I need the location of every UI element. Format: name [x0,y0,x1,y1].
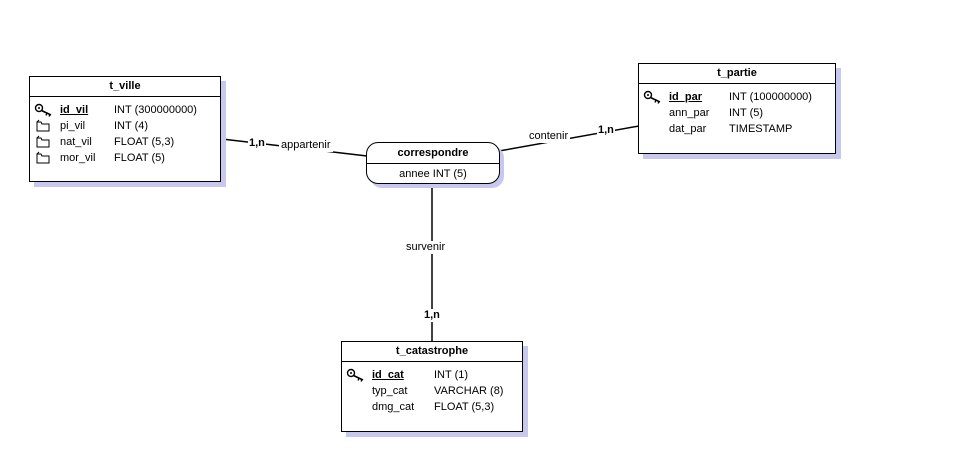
attribute-name: id_vil [60,104,89,116]
attribute-name: id_par [669,91,703,103]
attribute-type: INT (5) [729,107,764,119]
attribute-type: INT (300000000) [114,104,197,116]
attribute-type: VARCHAR (8) [434,385,504,397]
entity-t-partie[interactable]: t_partie id_par INT (100000000) ann_par … [638,63,836,154]
attribute-row: nat_vil FLOAT (5,3) [30,134,220,150]
entity-t-ville[interactable]: t_ville id_vil INT (300000000) pi_vil IN… [29,76,221,182]
attribute-row: id_cat INT (1) [342,367,522,383]
attribute-row: ann_par INT (5) [639,105,835,121]
association-correspondre[interactable]: correspondre annee INT (5) [366,142,500,184]
entity-t-catastrophe[interactable]: t_catastrophe id_cat INT (1) typ_cat VAR… [341,341,523,432]
attribute-row: dmg_cat FLOAT (5,3) [342,399,522,415]
key-icon [643,90,661,104]
label-contenir: contenir [527,130,571,143]
label-appartenir: appartenir [279,139,333,152]
attribute-list: id_par INT (100000000) ann_par INT (5) d… [639,84,835,137]
attribute-name: mor_vil [60,152,96,164]
attribute-list: id_cat INT (1) typ_cat VARCHAR (8) dmg_c… [342,362,522,415]
label-survenir: survenir [404,241,448,254]
attribute-name: dmg_cat [372,401,415,413]
key-icon [346,368,364,382]
entity-title: t_partie [639,64,835,84]
attribute-name: dat_par [669,123,707,135]
attribute-name: ann_par [669,107,710,119]
attribute-type: FLOAT (5,3) [434,401,495,413]
attribute-name: id_cat [372,369,404,381]
cardinality-survenir: 1,n [423,309,441,322]
attribute-type: FLOAT (5) [114,152,165,164]
attribute-row: id_par INT (100000000) [639,89,835,105]
cardinality-appartenir: 1,n [248,137,266,150]
attribute-row: pi_vil INT (4) [30,118,220,134]
key-icon [34,103,52,117]
attribute-name: nat_vil [60,136,92,148]
entity-title: t_ville [30,77,220,97]
attribute-type: TIMESTAMP [729,123,793,135]
attribute-type: INT (100000000) [729,91,812,103]
attribute-type: FLOAT (5,3) [114,136,175,148]
entity-title: t_catastrophe [342,342,522,362]
attribute-name: typ_cat [372,385,408,397]
attribute-icon [36,135,50,148]
attribute-row: id_vil INT (300000000) [30,102,220,118]
association-attribute: annee INT (5) [399,168,467,180]
attribute-row: dat_par TIMESTAMP [639,121,835,137]
cardinality-contenir: 1,n [597,124,615,137]
attribute-row: mor_vil FLOAT (5) [30,150,220,166]
attribute-type: INT (1) [434,369,469,381]
attribute-row: typ_cat VARCHAR (8) [342,383,522,399]
attribute-icon [36,151,50,164]
association-title: correspondre [367,143,499,164]
attribute-type: INT (4) [114,120,149,132]
attribute-list: id_vil INT (300000000) pi_vil INT (4) na… [30,97,220,166]
attribute-name: pi_vil [60,120,86,132]
attribute-icon [36,119,50,132]
